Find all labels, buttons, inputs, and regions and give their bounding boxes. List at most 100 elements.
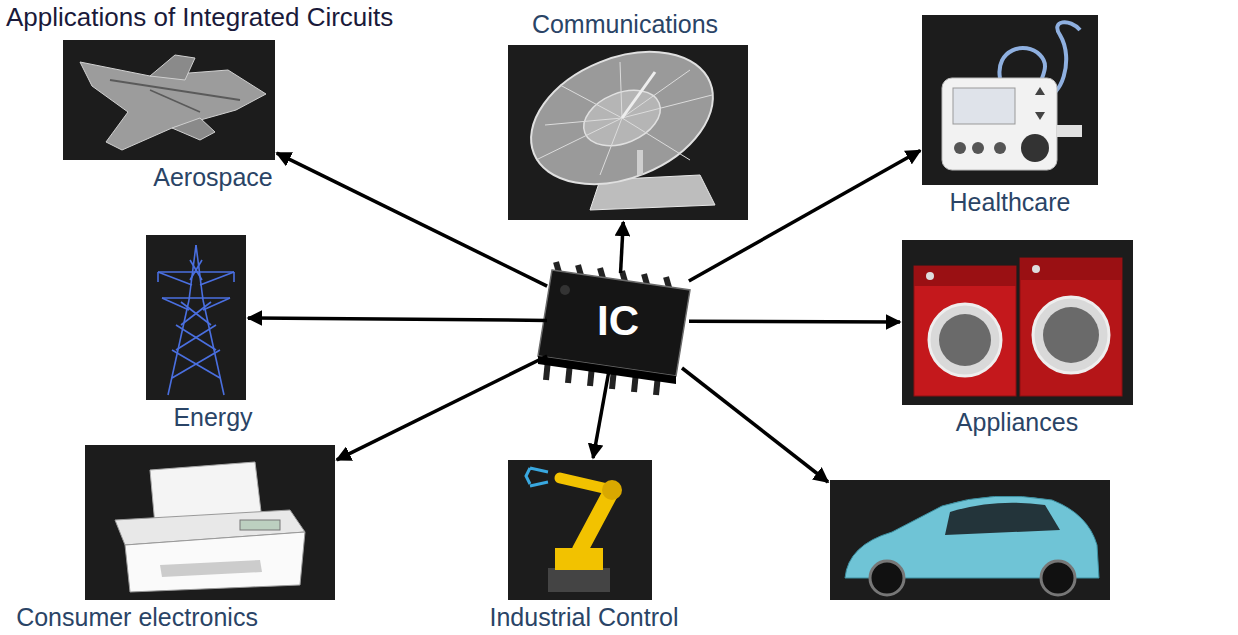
satellite-dish-picture <box>622 70 690 118</box>
medical-device-picture <box>994 142 1006 154</box>
satellite-dish-picture <box>508 27 748 220</box>
power-tower-picture <box>158 245 234 395</box>
application-panel: Appliances <box>902 240 1133 405</box>
application-label: Appliances <box>956 408 1078 437</box>
robot-arm-picture <box>548 568 610 592</box>
application-panel: Aerospace <box>63 40 275 160</box>
medical-device-picture <box>1021 134 1049 162</box>
connector-arrow <box>621 222 624 273</box>
car-picture <box>830 480 1110 600</box>
power-tower-picture <box>146 235 246 400</box>
power-tower-picture <box>162 298 189 310</box>
washer-dryer-picture <box>1033 297 1109 373</box>
medical-device-picture <box>922 15 1098 185</box>
car-picture <box>1041 561 1075 595</box>
medical-device-picture <box>1035 112 1045 120</box>
medical-device-picture <box>922 15 1098 185</box>
connector-arrow <box>593 369 609 458</box>
satellite-dish-picture <box>622 72 655 118</box>
power-tower-picture <box>157 272 159 282</box>
satellite-dish-picture <box>620 62 622 118</box>
application-label: Energy <box>173 403 252 432</box>
satellite-dish-picture <box>511 27 732 209</box>
page-title: Applications of Integrated Circuits <box>6 2 393 32</box>
label-holder: Aerospace <box>153 163 273 192</box>
power-tower-picture <box>162 297 230 299</box>
power-tower-picture <box>181 302 211 325</box>
label-holder: Energy <box>173 403 252 432</box>
car-picture <box>945 503 1060 535</box>
satellite-dish-picture <box>536 118 622 160</box>
printer-picture <box>160 560 262 577</box>
satellite-dish-picture <box>637 150 643 175</box>
medical-device-picture <box>1035 87 1045 95</box>
application-panel: Healthcare <box>922 15 1098 185</box>
application-label: Healthcare <box>950 188 1071 217</box>
ic-chip-picture <box>560 285 570 295</box>
satellite-dish-picture <box>536 62 712 175</box>
application-label: Consumer electronics <box>16 603 258 632</box>
power-tower-picture <box>176 325 216 350</box>
power-tower-picture <box>203 298 230 310</box>
robot-arm-picture <box>602 480 622 500</box>
printer-picture <box>240 520 280 530</box>
label-holder: Healthcare <box>950 188 1071 217</box>
printer-picture <box>85 445 335 600</box>
car-picture <box>830 480 1110 600</box>
washer-dryer-picture <box>1043 307 1099 363</box>
application-panel: Energy <box>146 235 246 400</box>
washer-dryer-picture <box>902 240 1133 405</box>
application-label: Communications <box>532 10 718 39</box>
ic-chip: IC <box>548 274 688 368</box>
satellite-dish-picture <box>622 118 690 160</box>
washer-dryer-picture <box>1020 258 1122 396</box>
aerospace-picture <box>63 40 275 160</box>
power-tower-picture <box>190 260 202 280</box>
satellite-dish-picture <box>545 118 622 125</box>
car-picture <box>870 561 904 595</box>
robot-arm-picture <box>508 460 652 600</box>
aerospace-picture <box>150 90 200 112</box>
satellite-dish-picture <box>560 85 622 118</box>
washer-dryer-picture <box>1032 265 1040 273</box>
medical-device-picture <box>954 142 966 154</box>
washer-dryer-picture <box>1020 258 1122 280</box>
robot-arm-picture <box>508 460 652 600</box>
connector-arrow <box>248 318 547 320</box>
power-tower-picture <box>158 272 192 285</box>
satellite-dish-picture <box>600 118 622 175</box>
robot-arm-picture <box>526 468 548 486</box>
washer-dryer-picture <box>902 240 1133 405</box>
car-arrow <box>682 368 828 482</box>
aerospace-picture <box>150 55 195 80</box>
power-tower-picture <box>172 350 220 378</box>
application-panel: Consumer electronics <box>85 445 335 600</box>
washer-dryer-picture <box>914 266 1016 396</box>
power-tower-picture <box>200 272 234 285</box>
printer-picture <box>125 532 305 592</box>
aerospace-picture <box>63 40 275 160</box>
connector-arrow <box>277 153 547 286</box>
label-holder: Appliances <box>956 408 1078 437</box>
power-tower-picture <box>233 272 235 282</box>
medical-device-picture <box>972 142 984 154</box>
application-label: Aerospace <box>153 163 273 192</box>
medical-device-picture <box>942 78 1057 170</box>
label-holder: Communications <box>532 10 718 39</box>
washer-dryer-picture <box>939 314 991 366</box>
power-tower-picture <box>181 302 211 325</box>
application-panel: Communications <box>508 45 748 220</box>
power-tower-picture <box>146 235 246 400</box>
washer-dryer-picture <box>914 266 1016 286</box>
power-tower-picture <box>172 350 220 378</box>
aerospace-picture <box>110 80 240 100</box>
application-label: Industrial Control <box>490 603 679 632</box>
printer-picture <box>85 445 335 600</box>
connector-arrow <box>689 151 920 281</box>
washer-dryer-picture <box>926 272 934 280</box>
power-tower-picture <box>176 325 216 350</box>
robot-arm-picture <box>580 490 612 550</box>
power-tower-picture <box>190 260 202 280</box>
medical-device-picture <box>953 88 1015 124</box>
